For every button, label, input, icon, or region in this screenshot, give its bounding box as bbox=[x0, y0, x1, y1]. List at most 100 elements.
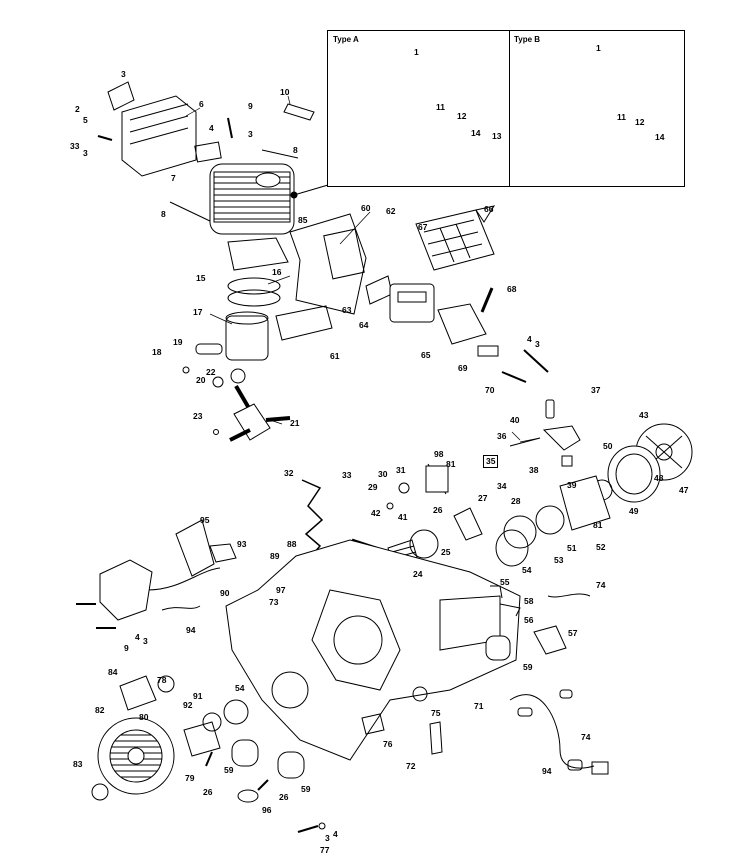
callout: 4 bbox=[527, 334, 532, 344]
type-b-inset bbox=[509, 30, 685, 187]
bracket-76 bbox=[361, 713, 385, 735]
callout: 38 bbox=[529, 465, 539, 475]
callout: 13 bbox=[492, 131, 502, 141]
callout: 94 bbox=[542, 766, 552, 776]
callout: 41 bbox=[398, 512, 408, 522]
muffler-plate bbox=[107, 81, 135, 111]
callout: 67 bbox=[418, 222, 428, 232]
callout: 97 bbox=[276, 585, 286, 595]
callout: 74 bbox=[581, 732, 591, 742]
callout: 78 bbox=[157, 675, 167, 685]
piston bbox=[225, 315, 269, 361]
callout: 82 bbox=[95, 705, 105, 715]
callout: 62 bbox=[386, 206, 396, 216]
bushing-59a bbox=[231, 739, 259, 767]
callout: 9 bbox=[124, 643, 129, 653]
bushing-59b bbox=[277, 751, 305, 779]
callout: 49 bbox=[629, 506, 639, 516]
intake-manifold bbox=[289, 213, 367, 315]
rubber-mount bbox=[477, 345, 499, 357]
callout: 1 bbox=[414, 47, 419, 57]
callout: 93 bbox=[237, 539, 247, 549]
callout: 79 bbox=[185, 773, 195, 783]
part-72 bbox=[429, 721, 443, 755]
main-cylinder bbox=[209, 163, 295, 235]
callout: 83 bbox=[73, 759, 83, 769]
bushing bbox=[561, 455, 573, 467]
cylinder-gasket bbox=[227, 237, 289, 271]
callout: 72 bbox=[406, 761, 416, 771]
callout: 26 bbox=[279, 792, 289, 802]
callout: 59 bbox=[301, 784, 311, 794]
callout: 7 bbox=[171, 173, 176, 183]
carb-gasket bbox=[365, 275, 393, 305]
harness bbox=[509, 694, 595, 769]
callout: 43 bbox=[639, 410, 649, 420]
callout: 3 bbox=[143, 636, 148, 646]
callout: 11 bbox=[436, 102, 445, 112]
callout: 3 bbox=[83, 148, 88, 158]
callout: 10 bbox=[280, 87, 290, 97]
plug-96 bbox=[237, 789, 259, 803]
hv-lead bbox=[147, 567, 221, 591]
callout: 16 bbox=[272, 267, 282, 277]
callout: 81 bbox=[446, 459, 456, 469]
callout: 19 bbox=[173, 337, 183, 347]
callout: 24 bbox=[413, 569, 423, 579]
chain-catcher bbox=[301, 479, 324, 561]
callout: 57 bbox=[568, 628, 578, 638]
bearing-54b bbox=[223, 699, 249, 725]
chain-guide bbox=[559, 475, 611, 531]
callout: 73 bbox=[269, 597, 279, 607]
crankshaft bbox=[229, 384, 291, 442]
callout: 48 bbox=[654, 473, 664, 483]
callout: 50 bbox=[603, 441, 613, 451]
bushing-59c bbox=[485, 635, 511, 661]
callout: 3 bbox=[325, 833, 330, 843]
carb-adapter bbox=[437, 303, 487, 345]
type-a-inset bbox=[327, 30, 511, 187]
piston-ring-1 bbox=[227, 277, 281, 295]
filter-knob bbox=[475, 205, 496, 223]
callout: 21 bbox=[290, 418, 300, 428]
callout: 91 bbox=[193, 691, 203, 701]
piston-ring-2 bbox=[227, 289, 281, 307]
callout: 59 bbox=[224, 765, 234, 775]
callout: 58 bbox=[524, 596, 534, 606]
callout: 76 bbox=[383, 739, 393, 749]
callout: 3 bbox=[248, 129, 253, 139]
cable-94 bbox=[161, 605, 201, 611]
callout: 95 bbox=[200, 515, 210, 525]
decal-95 bbox=[175, 519, 215, 577]
callout: 18 bbox=[152, 347, 162, 357]
callout: 20 bbox=[196, 375, 206, 385]
callout: 8 bbox=[293, 145, 298, 155]
callout: 29 bbox=[368, 482, 378, 492]
callout: 55 bbox=[500, 577, 510, 587]
callout: 94 bbox=[186, 625, 196, 635]
bearing-91 bbox=[202, 712, 222, 732]
callout: 14 bbox=[471, 128, 481, 138]
trigger-57 bbox=[533, 625, 567, 655]
callout: 68 bbox=[507, 284, 517, 294]
ignition-coil bbox=[99, 559, 153, 621]
callout: 4 bbox=[333, 829, 338, 839]
callout: 77 bbox=[320, 845, 330, 855]
callout: 11 bbox=[617, 112, 626, 122]
callout: 34 bbox=[497, 481, 507, 491]
callout: 90 bbox=[220, 588, 230, 598]
bumper-75 bbox=[412, 686, 428, 702]
callout: 28 bbox=[511, 496, 521, 506]
callout: 64 bbox=[359, 320, 369, 330]
callout: 9 bbox=[248, 101, 253, 111]
callout: 8 bbox=[161, 209, 166, 219]
callout: 39 bbox=[567, 480, 577, 490]
callout: 26 bbox=[433, 505, 443, 515]
washer-51 bbox=[535, 505, 565, 535]
callout: 88 bbox=[287, 539, 297, 549]
callout: 84 bbox=[108, 667, 118, 677]
clutch-drum bbox=[607, 445, 661, 503]
piston-pin bbox=[195, 343, 223, 355]
callout: 37 bbox=[591, 385, 601, 395]
callout: 59 bbox=[523, 662, 533, 672]
